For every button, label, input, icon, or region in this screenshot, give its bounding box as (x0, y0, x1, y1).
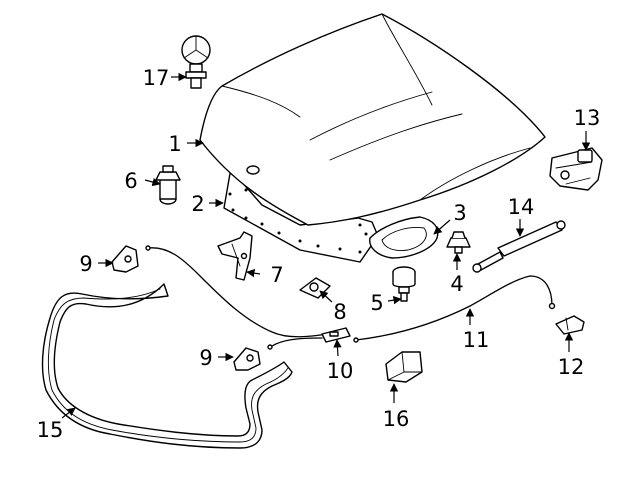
hood-part (199, 13, 546, 226)
callout-16: 16 (383, 407, 410, 431)
leader-3 (433, 219, 451, 235)
release-handle-part (555, 315, 585, 335)
callout-2: 2 (191, 192, 204, 216)
leader-5 (387, 295, 402, 305)
hood-latch-part (549, 147, 603, 191)
callout-14: 14 (508, 195, 535, 219)
cable-guide-upper-part (111, 245, 139, 273)
grommet-plug-part (155, 165, 181, 205)
callout-6: 6 (124, 169, 137, 193)
fastener-nut-part (299, 277, 331, 299)
leader-15 (61, 407, 76, 419)
leader-10 (333, 339, 342, 357)
callout-labels: 1 2 3 4 5 6 7 8 9 9 10 11 12 13 14 15 16… (37, 66, 601, 442)
release-cable-part (145, 245, 556, 350)
bumper-stop-part (392, 266, 416, 302)
callout-5: 5 (370, 291, 383, 315)
cable-connector-part (321, 327, 351, 343)
callout-17: 17 (143, 66, 170, 90)
callout-15: 15 (37, 418, 64, 442)
push-clip-part (446, 231, 471, 254)
callout-7: 7 (270, 263, 283, 287)
leader-lines (61, 72, 591, 419)
leader-8 (319, 290, 333, 303)
insulator-part (223, 161, 379, 263)
callout-3: 3 (453, 201, 466, 225)
cable-guide-lower-part (233, 347, 261, 371)
callout-12: 12 (558, 355, 585, 379)
emblem-part (181, 35, 211, 89)
callout-9-upper: 9 (79, 252, 92, 276)
safety-catch-part (385, 351, 423, 383)
callout-1: 1 (168, 132, 181, 156)
leader-6 (144, 177, 161, 187)
callout-8: 8 (333, 300, 346, 324)
callout-9-lower: 9 (199, 346, 212, 370)
callout-11: 11 (463, 328, 490, 352)
callout-4: 4 (450, 272, 463, 296)
callout-13: 13 (574, 106, 601, 130)
hinge-bracket-part (217, 231, 253, 281)
callout-10: 10 (327, 359, 354, 383)
leader-7 (246, 268, 261, 278)
lift-support-part (472, 220, 566, 273)
hood-cover-plate-part (369, 216, 439, 259)
seal-part (41, 283, 293, 449)
